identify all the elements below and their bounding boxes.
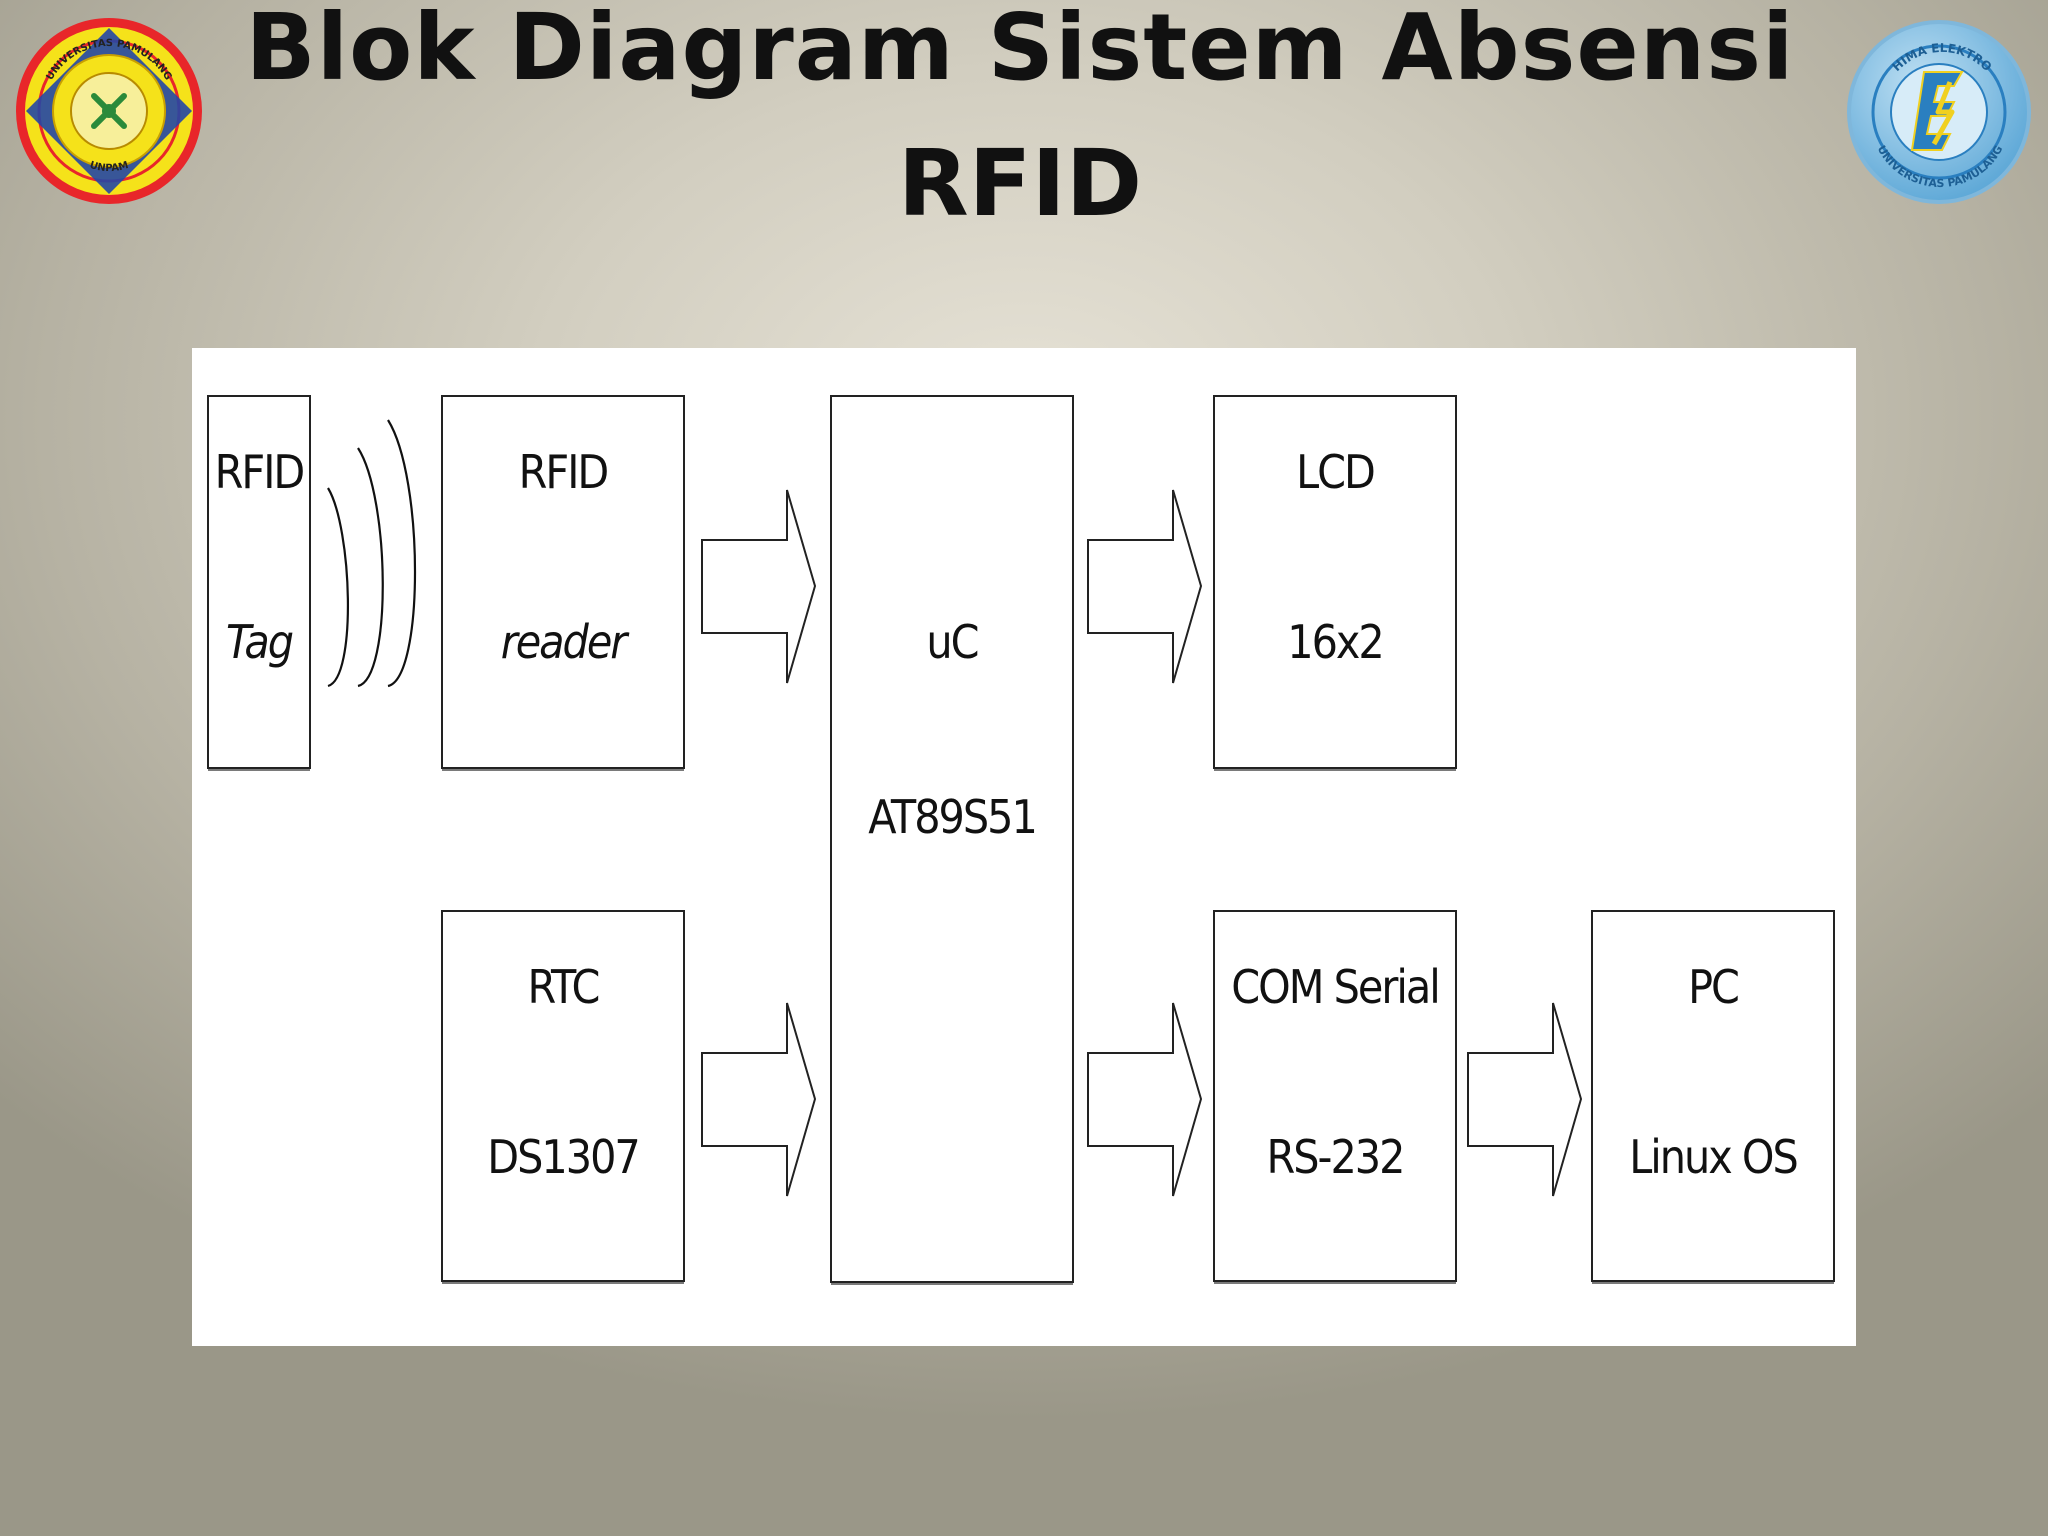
- pc-label-1: PC: [1688, 960, 1738, 1014]
- wireless-signal-icon: [327, 419, 417, 688]
- arrow-rtc-to-uc: [701, 1002, 817, 1197]
- com-label-2: RS-232: [1267, 1130, 1404, 1184]
- block-rtc: RTC DS1307: [441, 910, 685, 1284]
- lcd-label-1: LCD: [1296, 445, 1374, 499]
- pc-label-2: Linux OS: [1629, 1130, 1796, 1184]
- arrow-reader-to-uc: [701, 489, 817, 684]
- arrow-uc-to-com: [1087, 1002, 1203, 1197]
- uc-label-1: uC: [926, 615, 977, 669]
- rfid-reader-label-1: RFID: [519, 445, 608, 499]
- arrow-com-to-pc: [1467, 1002, 1583, 1197]
- block-rfid-reader: RFID reader: [441, 395, 685, 771]
- block-diagram: RFID Tag RFID reader uC AT89S51 LCD: [192, 348, 1856, 1346]
- block-rfid-tag: RFID Tag: [207, 395, 311, 771]
- rfid-reader-label-2: reader: [501, 615, 631, 669]
- rtc-label-1: RTC: [528, 960, 599, 1014]
- block-microcontroller: uC AT89S51: [830, 395, 1074, 1285]
- university-seal-icon: UNIVERSITAS PAMULANG UNPAM: [14, 14, 204, 404]
- rfid-tag-label-1: RFID: [215, 445, 304, 499]
- uc-label-2: AT89S51: [868, 790, 1036, 844]
- slide-title-line2: RFID: [897, 130, 1143, 237]
- slide-title-line1: Blok Diagram Sistem Absensi: [245, 0, 1795, 101]
- block-com-serial: COM Serial RS-232: [1213, 910, 1457, 1284]
- block-lcd: LCD 16x2: [1213, 395, 1457, 771]
- lcd-label-2: 16x2: [1287, 615, 1382, 669]
- rfid-tag-label-2: Tag: [226, 615, 293, 669]
- block-pc: PC Linux OS: [1591, 910, 1835, 1284]
- arrow-uc-to-lcd: [1087, 489, 1203, 684]
- hima-elektro-logo-icon: HIMA ELEKTRO UNIVERSITAS PAMULANG: [1842, 12, 2036, 402]
- com-label-1: COM Serial: [1231, 960, 1438, 1014]
- rtc-label-2: DS1307: [487, 1130, 638, 1184]
